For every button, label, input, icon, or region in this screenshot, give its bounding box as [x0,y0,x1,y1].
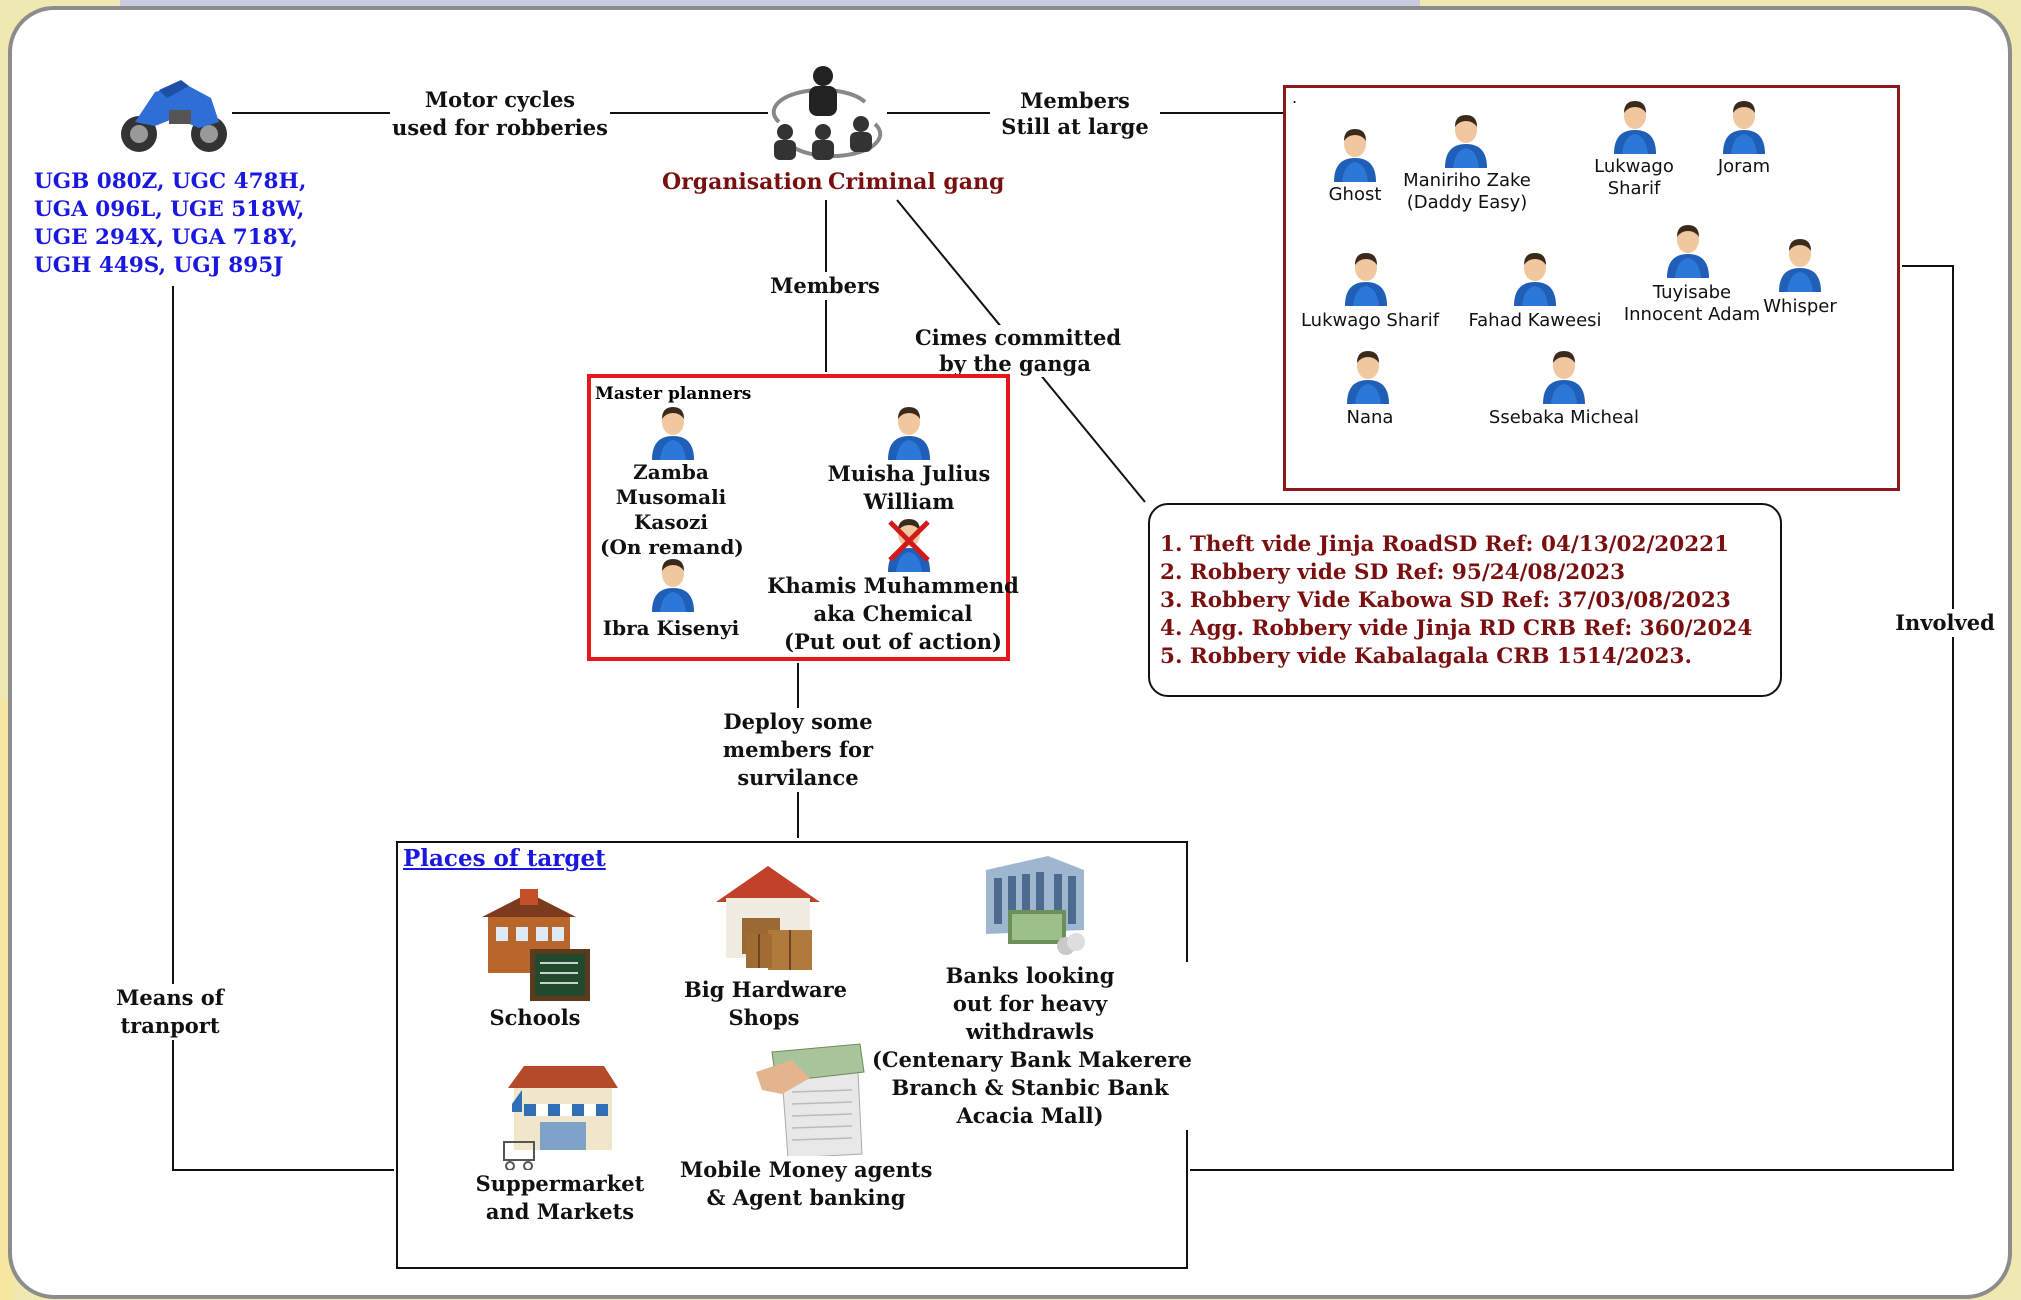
hardware-shop-icon [716,866,820,970]
criminal-gang-label: Criminal gang [828,168,1005,196]
member-name: Fahad Kaweesi [1468,310,1602,331]
mobile-money-label: Mobile Money agents& Agent banking [680,1156,933,1212]
school-icon [482,889,590,1001]
mobile-money-icon [756,1043,865,1158]
person-icon [1723,101,1765,154]
member-name: Maniriho Zake(Daddy Easy) [1403,170,1531,213]
crime-item: 1. Theft vide Jinja RoadSD Ref: 04/13/02… [1160,532,1730,557]
person-icon [1347,351,1389,404]
member-name: Nana [1346,407,1394,428]
at-large-dot: . [1292,88,1298,107]
motorcycle-plates: UGB 080Z, UGC 478H,UGA 096L, UGE 518W,UG… [34,168,307,280]
member-name: Lukwago Sharif [1300,310,1440,331]
members-link-label: Members [770,272,880,300]
supermarket-icon [503,1066,618,1171]
crimes-box: 1. Theft vide Jinja RoadSD Ref: 04/13/02… [1148,503,1782,697]
schools-label: Schools [484,1004,586,1032]
line-motorcycle-to-targets [172,286,394,1171]
motorcycle-icon [121,80,227,152]
person-icon [1514,253,1556,306]
crime-item: 4. Agg. Robbery vide Jinja RD CRB Ref: 3… [1160,616,1753,641]
criminal-gang-icon [771,66,883,160]
bank-icon [986,856,1085,955]
master-planners-heading: Master planners [595,384,752,404]
crime-item: 5. Robbery vide Kabalagala CRB 1514/2023… [1160,644,1692,669]
person-icon [652,559,694,612]
involved-link-label: Involved [1892,609,1998,637]
places-of-target-heading[interactable]: Places of target [403,845,606,872]
person-icon [1445,115,1487,168]
crime-item: 3. Robbery Vide Kabowa SD Ref: 37/03/08/… [1160,588,1731,613]
member-name: Ghost [1328,184,1382,205]
master-planners-box: Master planners [587,374,1010,661]
person-icon [1614,101,1656,154]
planner-name: Ibra Kisenyi [602,616,740,640]
person-icon [1345,253,1387,306]
person-icon [1334,129,1376,182]
person-icon [1543,351,1585,404]
member-name: Ssebaka Micheal [1488,407,1640,428]
person-icon [1779,239,1821,292]
member-name: Whisper [1763,296,1837,317]
member-name: Joram [1717,156,1771,177]
person-crossed-icon [888,519,930,572]
crime-item: 2. Robbery vide SD Ref: 95/24/08/2023 [1160,560,1626,585]
person-icon [652,407,694,460]
organisation-label: Organisation [662,168,823,196]
person-icon [1667,225,1709,278]
person-icon [888,407,930,460]
line-at-large-to-targets [1190,265,1954,1171]
